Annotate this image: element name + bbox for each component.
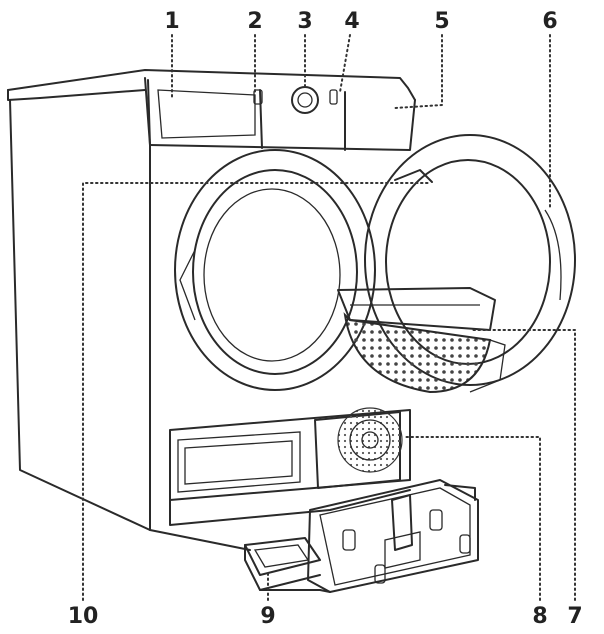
callout-3: 3 bbox=[297, 9, 312, 34]
heat-exchanger-area bbox=[169, 407, 411, 501]
callout-7: 7 bbox=[567, 604, 582, 629]
control-panel bbox=[147, 79, 416, 151]
program-selector-knob bbox=[291, 86, 319, 114]
drum-opening bbox=[174, 149, 376, 391]
callout-5: 5 bbox=[434, 9, 449, 34]
dryer-cabinet bbox=[7, 69, 416, 551]
leader-5 bbox=[394, 34, 443, 109]
leader-10 bbox=[82, 182, 431, 601]
door-filter bbox=[337, 287, 496, 331]
water-container-drawer bbox=[157, 89, 256, 139]
callout-numbers: 1 2 3 4 5 6 7 8 9 10 bbox=[68, 9, 583, 629]
callout-1: 1 bbox=[164, 9, 179, 34]
door bbox=[337, 134, 576, 394]
leader-7 bbox=[469, 329, 576, 601]
callout-9: 9 bbox=[260, 604, 275, 629]
start-button bbox=[329, 89, 338, 105]
on-off-button bbox=[253, 89, 263, 105]
leader-4 bbox=[339, 34, 351, 93]
callout-8: 8 bbox=[532, 604, 547, 629]
callout-6: 6 bbox=[542, 9, 557, 34]
callout-10: 10 bbox=[68, 604, 99, 629]
condenser-unit bbox=[169, 479, 479, 593]
leader-lines bbox=[82, 34, 576, 601]
callout-2: 2 bbox=[247, 9, 262, 34]
leader-8 bbox=[404, 436, 541, 601]
callout-4: 4 bbox=[344, 9, 359, 34]
